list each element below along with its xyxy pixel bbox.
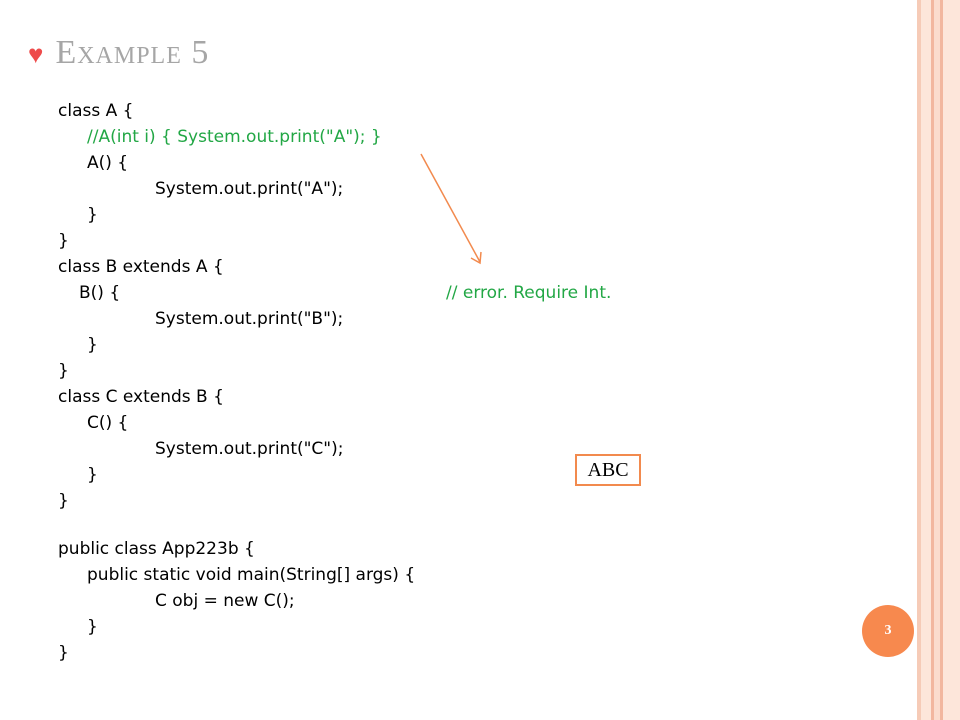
border-stripe [917, 0, 921, 720]
code-line: public static void main(String[] args) { [87, 565, 416, 585]
code-line: C obj = new C(); [155, 591, 295, 611]
output-text: ABC [587, 458, 629, 481]
output-box: ABC [575, 454, 641, 486]
code-line: System.out.print("B"); [155, 309, 344, 329]
code-line: } [58, 491, 69, 511]
code-comment-line: //A(int i) { System.out.print("A"); } [87, 127, 382, 147]
code-line: A() { [87, 153, 129, 173]
code-line: C() { [87, 413, 129, 433]
error-comment: // error. Require Int. [446, 283, 612, 303]
heart-bullet-icon: ♥ [28, 40, 44, 69]
border-stripe [943, 0, 960, 720]
code-line: B() { [79, 283, 121, 303]
code-line: } [87, 335, 98, 355]
code-line: } [58, 231, 69, 251]
page-number: 3 [884, 623, 892, 638]
code-line: } [87, 465, 98, 485]
code-line: } [58, 643, 69, 663]
code-line: } [58, 361, 69, 381]
code-line: class A { [58, 101, 134, 121]
code-line: System.out.print("A"); [155, 179, 344, 199]
border-stripe [931, 0, 934, 720]
code-line: public class App223b { [58, 539, 255, 559]
code-line: class B extends A { [58, 257, 224, 277]
slide-title: ♥ Example 5 [28, 34, 209, 84]
code-line: System.out.print("C"); [155, 439, 344, 459]
border-stripe [934, 0, 940, 720]
border-stripe [940, 0, 943, 720]
page-number-badge: 3 [862, 605, 914, 657]
code-line: class C extends B { [58, 387, 224, 407]
code-line: } [87, 205, 98, 225]
code-line: } [87, 617, 98, 637]
title-text: Example 5 [55, 34, 210, 71]
border-stripe [921, 0, 931, 720]
